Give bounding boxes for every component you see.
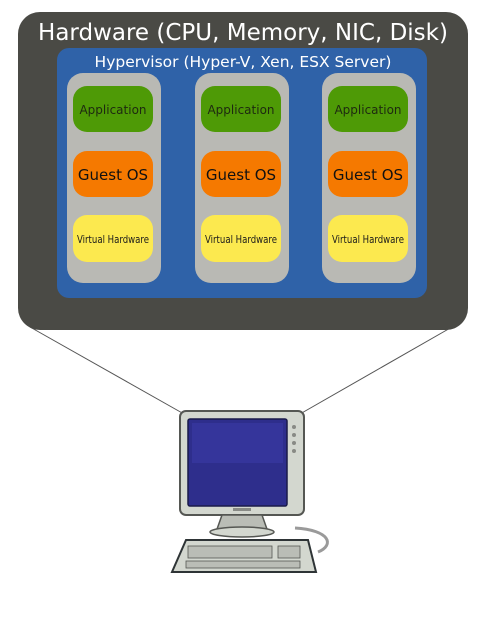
hardware-title: Hardware (CPU, Memory, NIC, Disk) bbox=[38, 20, 448, 46]
keyboard-spacebar-row bbox=[185, 560, 301, 569]
virtual-hardware-block bbox=[73, 215, 153, 262]
virtual-hardware-label: Virtual Hardware bbox=[205, 233, 277, 246]
application-block bbox=[328, 86, 408, 132]
application-label: Application bbox=[334, 103, 401, 117]
monitor-cable bbox=[294, 526, 329, 554]
monitor-logo bbox=[233, 508, 251, 511]
guest-os-block bbox=[328, 151, 408, 197]
hypervisor-title: Hypervisor (Hyper-V, Xen, ESX Server) bbox=[95, 53, 392, 71]
guest-os-label: Guest OS bbox=[206, 166, 276, 184]
monitor-base bbox=[209, 526, 275, 538]
virtual-hardware-label: Virtual Hardware bbox=[332, 233, 404, 246]
monitor-button bbox=[292, 449, 296, 453]
guest-os-label: Guest OS bbox=[333, 166, 403, 184]
application-block bbox=[73, 86, 153, 132]
guest-os-block bbox=[73, 151, 153, 197]
keyboard-numpad bbox=[277, 545, 301, 559]
vm-column-1: Application Guest OS Virtual Hardware bbox=[67, 73, 161, 283]
application-block bbox=[201, 86, 281, 132]
guest-os-block bbox=[201, 151, 281, 197]
screen-glare bbox=[192, 423, 283, 463]
application-label: Application bbox=[79, 103, 146, 117]
connector-line-right bbox=[299, 326, 453, 415]
monitor-button bbox=[292, 441, 296, 445]
vm-column-3: Application Guest OS Virtual Hardware bbox=[322, 73, 416, 283]
guest-os-label: Guest OS bbox=[78, 166, 148, 184]
desktop-computer-icon bbox=[170, 410, 329, 573]
keyboard-keys bbox=[187, 545, 273, 559]
connector-line-left bbox=[29, 326, 185, 415]
virtual-hardware-label: Virtual Hardware bbox=[77, 233, 149, 246]
vm-column-2: Application Guest OS Virtual Hardware bbox=[195, 73, 289, 283]
virtual-hardware-block bbox=[328, 215, 408, 262]
virtual-hardware-block bbox=[201, 215, 281, 262]
application-label: Application bbox=[207, 103, 274, 117]
monitor-button bbox=[292, 425, 296, 429]
monitor-button bbox=[292, 433, 296, 437]
